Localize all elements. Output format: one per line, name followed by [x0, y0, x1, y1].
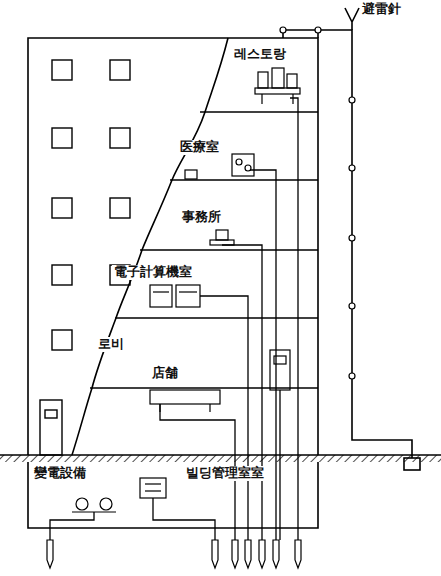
- lightning-rod-label: 避雷針: [360, 2, 403, 17]
- office-label: 事務所: [180, 210, 223, 225]
- ground-rod: [273, 540, 279, 568]
- ground-rod: [232, 540, 238, 568]
- substation-label: 變電設備: [32, 466, 88, 481]
- ground-rod: [295, 540, 301, 568]
- management-room-label: 빌딩管理室室: [184, 466, 266, 481]
- ground-rod: [212, 540, 218, 568]
- shop-label: 店舗: [150, 366, 180, 381]
- ground-rod: [259, 540, 265, 568]
- lobby-label: 로비: [96, 337, 126, 352]
- ground-rod: [245, 540, 251, 568]
- ground-rod: [47, 540, 53, 568]
- restaurant-label: 레스토랑: [232, 47, 288, 62]
- medical-room-label: 医療室: [178, 140, 221, 155]
- computer-room-label: 電子計算機室: [112, 265, 194, 280]
